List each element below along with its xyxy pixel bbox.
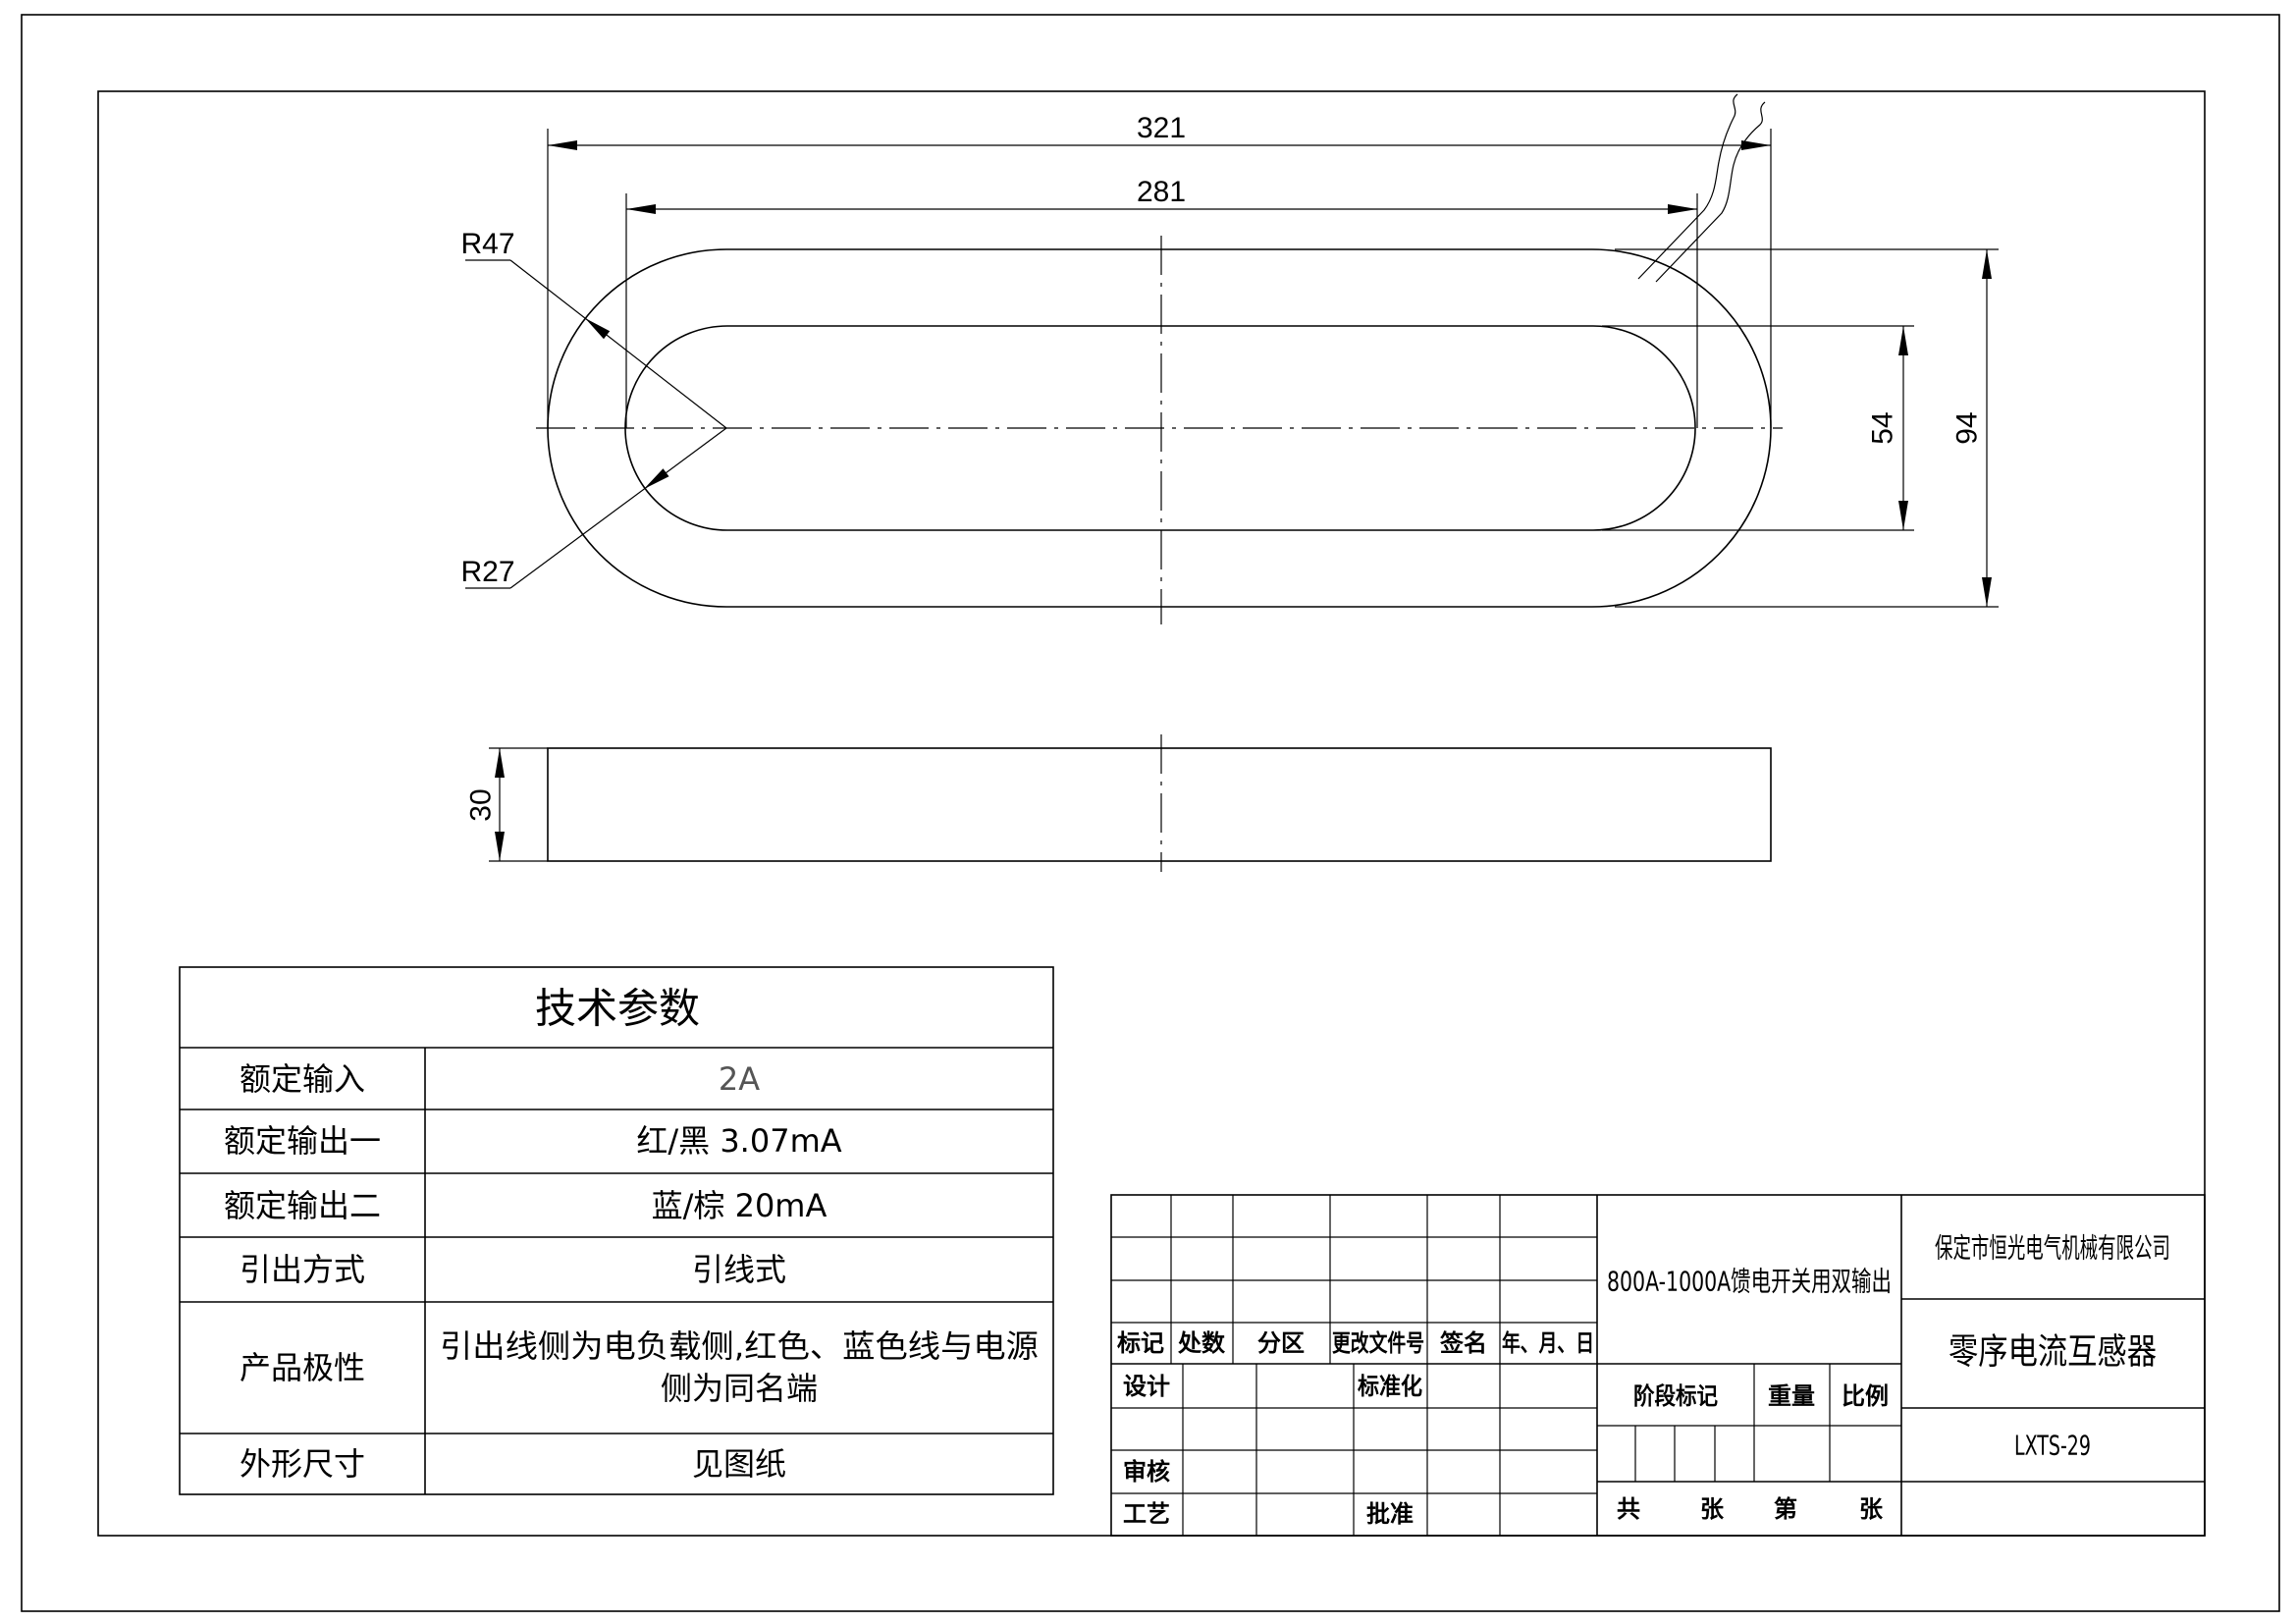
dimension-overall-length: 321 [547, 112, 1772, 428]
model-number: LXTS-29 [2014, 1430, 2091, 1462]
title-block-border [1110, 1194, 2206, 1537]
dimension-text: 54 [1867, 411, 1899, 444]
param-label: 引出方式 [240, 1251, 365, 1288]
inner-contour [624, 325, 1696, 531]
dimension-text: 321 [1137, 112, 1186, 144]
sheet-number-label: 第 [1774, 1495, 1797, 1523]
company-name: 保定市恒光电气机械有限公司 [1935, 1232, 2170, 1265]
arrowhead [495, 832, 505, 861]
table-row: 引出方式 引线式 [240, 1251, 786, 1288]
param-label: 产品极性 [240, 1349, 365, 1386]
middle-section: 800A-1000A馈电开关用双输出 阶段标记 重量 比例 共 张 第 张 [1597, 1195, 2205, 1536]
param-value: 见图纸 [692, 1445, 786, 1483]
lead-wire [1655, 101, 1766, 283]
arrowhead [644, 468, 669, 489]
table-row: 额定输入 2A [240, 1060, 760, 1098]
radius-inner-callout: R27 [460, 427, 727, 589]
label-process: 工艺 [1123, 1500, 1170, 1528]
header-scale: 比例 [1842, 1382, 1889, 1410]
radius-text: R27 [460, 556, 514, 588]
header-count: 处数 [1177, 1329, 1226, 1357]
radius-outer-callout: R47 [460, 228, 727, 429]
table-row: 额定输出二 蓝/棕 20mA [224, 1187, 827, 1224]
arrowhead [626, 204, 656, 214]
outer-border [21, 14, 2280, 1612]
param-value: 2A [719, 1060, 760, 1098]
table-row: 产品极性 引出线侧为电负载侧,红色、蓝色线与电源 侧为同名端 [240, 1327, 1039, 1407]
revision-grid [1111, 1195, 1901, 1536]
param-value: 红/黑 3.07mA [636, 1122, 841, 1160]
arrowhead [548, 140, 577, 150]
dimension-text: 281 [1137, 176, 1186, 208]
arrowhead [1898, 326, 1908, 355]
label-review: 审核 [1123, 1458, 1170, 1486]
product-description: 800A-1000A馈电开关用双输出 [1607, 1266, 1892, 1298]
header-date: 年、月、日 [1502, 1329, 1594, 1357]
top-view: 321 281 54 [460, 93, 1999, 624]
dimension-text: 94 [1951, 411, 1984, 444]
dimension-outer-width: 94 [1615, 248, 1999, 608]
header-zone: 分区 [1257, 1329, 1305, 1357]
revision-headers: 标记 处数 分区 更改文件号 签名 年、月、日 [1117, 1329, 1594, 1357]
param-label: 额定输出一 [224, 1122, 381, 1160]
arrowhead [1898, 501, 1908, 530]
side-contour [547, 747, 1772, 862]
tech-params-table: 技术参数 额定输入 2A 额定输出一 红/黑 3.07mA 额定输出二 蓝/棕 … [179, 966, 1054, 1495]
param-value: 蓝/棕 20mA [652, 1187, 828, 1224]
table-title: 技术参数 [535, 985, 700, 1033]
param-label: 外形尺寸 [240, 1445, 365, 1483]
sheet-unit-label: 张 [1859, 1495, 1884, 1523]
param-value-line: 侧为同名端 [661, 1370, 818, 1407]
header-signature: 签名 [1439, 1329, 1487, 1357]
dimension-inner-length: 281 [625, 176, 1698, 428]
sheet-unit-label: 张 [1700, 1495, 1725, 1523]
dimension-height: 30 [465, 747, 548, 862]
label-design: 设计 [1123, 1373, 1170, 1400]
table-row: 额定输出一 红/黑 3.07mA [224, 1122, 842, 1160]
right-section: 保定市恒光电气机械有限公司 零序电流互感器 LXTS-29 [1901, 1232, 2205, 1462]
header-change-doc: 更改文件号 [1332, 1329, 1424, 1357]
sheet-total-label: 共 [1617, 1495, 1640, 1523]
arrowhead [585, 318, 611, 340]
title-block: 标记 处数 分区 更改文件号 签名 年、月、日 设计 标准化 审核 工艺 批准 … [1110, 1194, 2206, 1537]
product-name: 零序电流互感器 [1949, 1332, 2157, 1373]
dimension-text: 30 [465, 788, 498, 821]
table-row: 外形尺寸 见图纸 [240, 1445, 786, 1483]
lead-wires [1637, 93, 1766, 283]
label-standardization: 标准化 [1358, 1373, 1422, 1400]
header-mark: 标记 [1117, 1329, 1164, 1357]
side-view: 30 [465, 734, 1772, 872]
outer-contour [547, 248, 1772, 608]
table-border [179, 966, 1054, 1495]
signoff-labels: 设计 标准化 审核 工艺 批准 [1123, 1373, 1422, 1528]
label-approval: 批准 [1366, 1500, 1414, 1528]
param-label: 额定输出二 [224, 1187, 381, 1224]
param-value-line: 引出线侧为电负载侧,红色、蓝色线与电源 [440, 1327, 1039, 1365]
lead-wire [1637, 93, 1738, 280]
leader-line [509, 259, 727, 429]
inner-frame [97, 90, 2206, 1537]
arrowhead [1741, 140, 1771, 150]
arrowhead [1982, 577, 1992, 607]
arrowhead [1668, 204, 1697, 214]
radius-text: R47 [460, 228, 514, 260]
arrowhead [495, 748, 505, 778]
leader-line [509, 427, 727, 589]
param-label: 额定输入 [240, 1060, 365, 1098]
header-stage-mark: 阶段标记 [1633, 1382, 1718, 1410]
header-weight: 重量 [1768, 1382, 1815, 1410]
arrowhead [1982, 249, 1992, 279]
dimension-inner-width: 54 [1602, 325, 1914, 531]
param-value: 引线式 [692, 1251, 786, 1288]
